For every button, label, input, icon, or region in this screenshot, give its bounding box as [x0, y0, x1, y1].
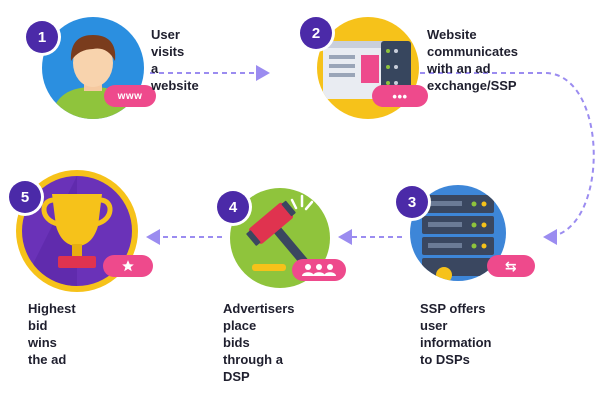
star-icon — [122, 260, 134, 272]
step-number-5: 5 — [9, 181, 41, 213]
step-label-1: User visits a website — [151, 27, 199, 93]
people-badge — [292, 259, 346, 281]
step-number-3: 3 — [396, 186, 428, 218]
step-label-5: Highest bid wins the ad — [28, 301, 76, 367]
www-badge: www — [104, 85, 156, 107]
server-icon — [410, 185, 506, 281]
arrow-2-to-3 — [420, 72, 595, 245]
trophy-icon — [16, 170, 138, 292]
star-badge — [103, 255, 153, 277]
website-icon — [317, 17, 419, 119]
chat-dots-badge: ••• — [372, 85, 428, 107]
step-number-4: 4 — [217, 191, 249, 223]
step-number-1: 1 — [26, 21, 58, 53]
exchange-arrows-badge: ⇆ — [487, 255, 535, 277]
step-label-3: SSP offers user information to DSPs — [420, 301, 492, 367]
step-label-2: Website communicates with an ad exchange… — [427, 27, 519, 93]
step-label-4: Advertisers place bids through a DSP — [223, 301, 295, 384]
step-number-2: 2 — [300, 17, 332, 49]
people-icon — [302, 264, 336, 276]
